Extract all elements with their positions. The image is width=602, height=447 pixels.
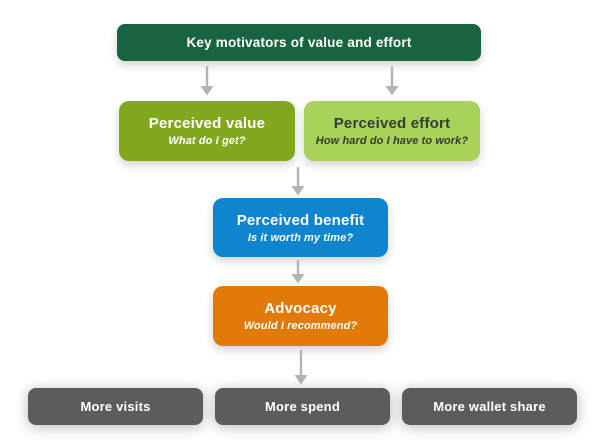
- node-perceived-value-subtitle: What do I get?: [168, 135, 246, 147]
- node-advocacy-subtitle: Would I recommend?: [243, 320, 358, 332]
- node-perceived-effort: Perceived effort How hard do I have to w…: [304, 101, 480, 161]
- arrow-down-white-icon: [109, 374, 123, 384]
- node-more-visits: More visits: [28, 388, 203, 425]
- node-more-spend-label: More spend: [265, 399, 340, 414]
- node-perceived-value-label: Perceived value: [148, 115, 266, 132]
- node-perceived-benefit: Perceived benefit Is it worth my time?: [213, 198, 388, 257]
- node-advocacy: Advocacy Would I recommend?: [213, 286, 388, 346]
- node-key-motivators: Key motivators of value and effort: [117, 24, 481, 61]
- node-key-motivators-label: Key motivators of value and effort: [186, 35, 412, 50]
- node-more-visits-label: More visits: [80, 399, 151, 414]
- node-perceived-effort-label: Perceived effort: [333, 115, 451, 132]
- node-advocacy-label: Advocacy: [264, 300, 337, 317]
- arrow-down-icon: [291, 260, 305, 284]
- node-perceived-benefit-subtitle: Is it worth my time?: [247, 231, 354, 244]
- arrow-down-icon: [291, 167, 305, 196]
- node-more-wallet-share: More wallet share: [402, 388, 577, 425]
- node-more-wallet-share-label: More wallet share: [433, 399, 546, 414]
- arrow-down-icon: [200, 66, 214, 96]
- arrow-down-icon: [385, 66, 399, 96]
- node-more-spend: More spend: [215, 388, 390, 425]
- arrow-down-icon: [294, 350, 308, 385]
- arrow-down-white-icon: [483, 374, 497, 384]
- node-perceived-value: Perceived value What do I get?: [119, 101, 295, 161]
- node-perceived-benefit-label: Perceived benefit: [236, 211, 365, 229]
- node-perceived-effort-subtitle: How hard do I have to work?: [315, 135, 469, 147]
